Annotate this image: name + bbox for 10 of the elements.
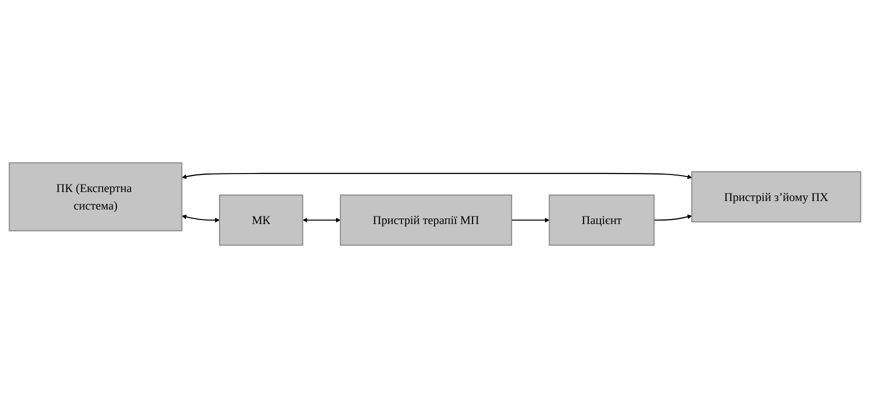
node-box: Пацієнт	[548, 194, 655, 246]
arrow	[302, 218, 341, 222]
arrow	[182, 214, 220, 222]
node-box: Пристрій терапії МП	[340, 194, 512, 246]
arrow	[512, 218, 550, 222]
node-box: МК	[219, 194, 304, 246]
node-box: Пристрій з’йому ПХ	[691, 171, 862, 222]
arrow	[654, 214, 692, 221]
node-box: ПК (Експертна система)	[8, 162, 182, 232]
arrow	[182, 172, 692, 180]
